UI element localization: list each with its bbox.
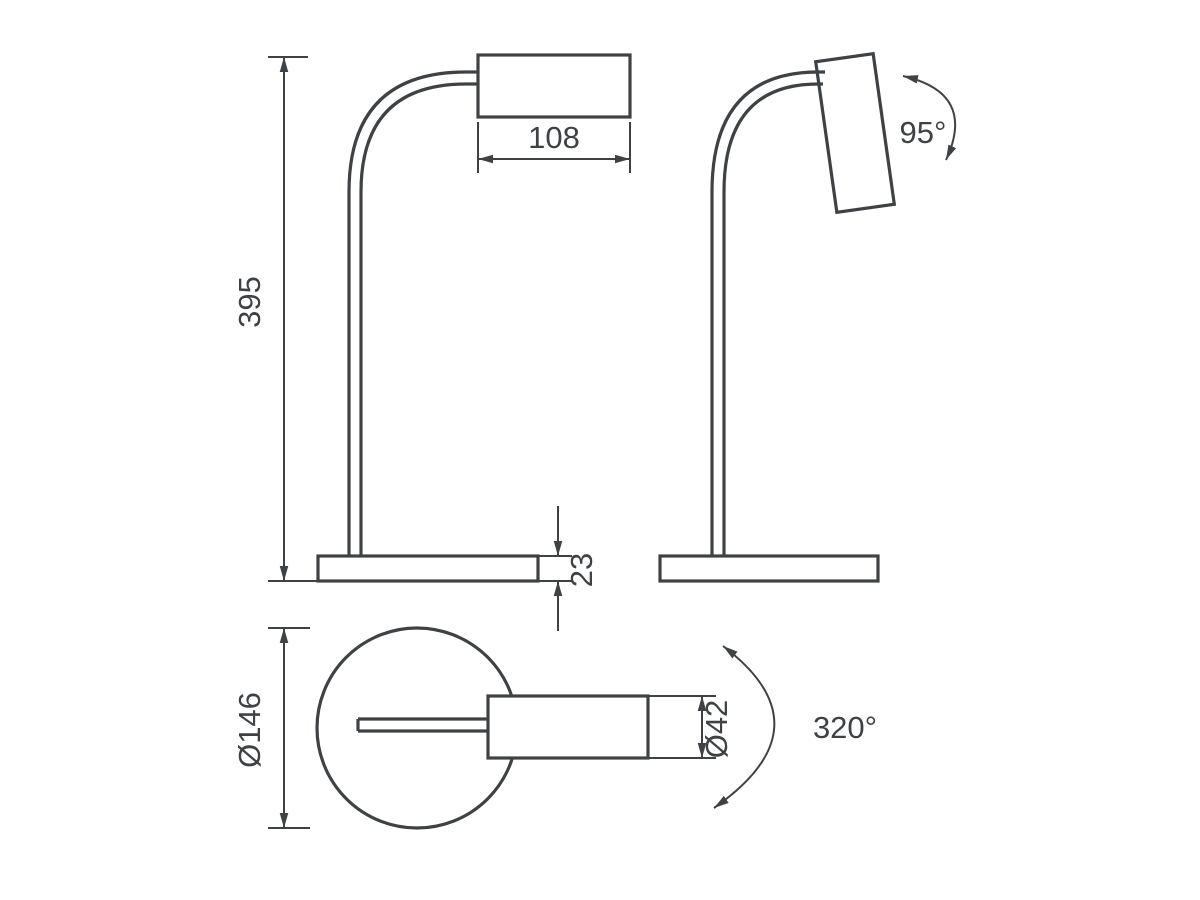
label-base-thickness: 23 xyxy=(564,553,599,587)
top-dimensions xyxy=(268,627,776,829)
lamp-arm-inner-front xyxy=(359,82,479,557)
lamp-shade-front xyxy=(476,53,632,119)
front-view xyxy=(316,53,632,583)
label-head-tilt-angle: 95° xyxy=(900,115,947,150)
side-dimensions xyxy=(902,75,957,161)
front-dimensions xyxy=(268,56,631,631)
label-head-rotation-angle: 320° xyxy=(813,710,877,745)
label-shade-length: 108 xyxy=(528,120,580,155)
rotation-angle-arc xyxy=(713,645,776,809)
lamp-arm-outer-side xyxy=(710,70,825,557)
side-view xyxy=(658,51,897,583)
lamp-base-side xyxy=(658,554,880,583)
lamp-arm-inner-side xyxy=(722,82,823,557)
label-overall-height: 395 xyxy=(232,276,267,328)
top-view xyxy=(315,626,650,830)
label-base-diameter: Ø146 xyxy=(232,692,267,768)
shade-top-view xyxy=(486,694,650,760)
lamp-base-front xyxy=(316,554,540,583)
lamp-shade-side xyxy=(813,51,897,215)
tilt-angle-arc xyxy=(902,75,957,161)
lamp-arm-outer-front xyxy=(347,70,479,557)
dimension-labels: 395 108 23 95° Ø146 Ø42 320° xyxy=(232,115,946,768)
label-shade-diameter: Ø42 xyxy=(699,700,734,759)
